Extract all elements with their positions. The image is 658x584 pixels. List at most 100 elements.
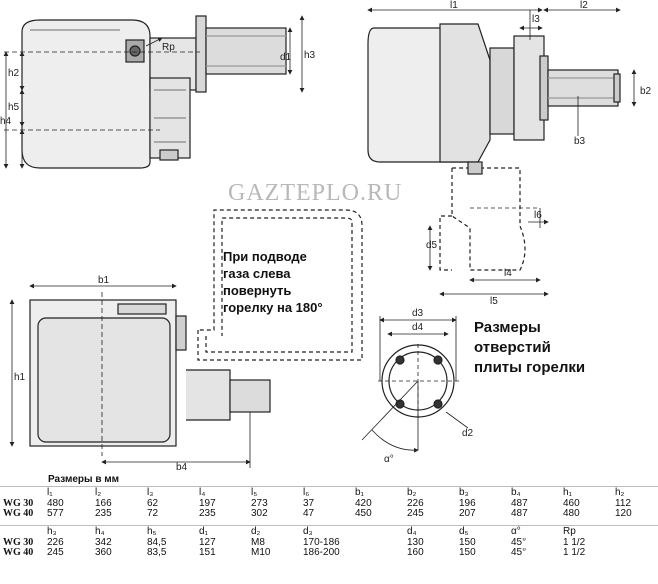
note-plate-title-line: отверстий bbox=[474, 339, 551, 356]
label-d3: d3 bbox=[412, 308, 424, 319]
rear-view bbox=[29, 209, 363, 447]
table-header-cell: h₁ bbox=[560, 486, 612, 499]
table-cell bbox=[612, 538, 658, 548]
table-cell: 450 bbox=[355, 509, 372, 519]
table-header-cell: b₁ bbox=[352, 486, 404, 499]
table-cell: 245 bbox=[47, 548, 64, 558]
label-Rp: Rp bbox=[162, 42, 175, 53]
label-d1: d1 bbox=[280, 52, 292, 63]
table-cell: 160 bbox=[407, 548, 424, 558]
label-alpha: α° bbox=[384, 454, 394, 465]
table-cell: 62 bbox=[147, 499, 159, 509]
table-cell: 273 bbox=[251, 499, 268, 509]
note-gas-left-line: горелку на 180° bbox=[223, 300, 323, 315]
table-header-cell: l₁ bbox=[44, 486, 92, 499]
table-header-cell: b₃ bbox=[456, 486, 508, 499]
side-view-left-dims bbox=[3, 15, 305, 169]
table-cell: M10 bbox=[251, 548, 271, 558]
table-cell: 480 bbox=[47, 499, 64, 509]
table-header-cell: d₂ bbox=[248, 525, 300, 538]
note-gas-left-line: газа слева bbox=[223, 266, 291, 281]
table-cell: 45° bbox=[511, 548, 527, 558]
label-b1: b1 bbox=[98, 275, 110, 286]
table-header-cell bbox=[612, 525, 658, 538]
table-cell: 166 bbox=[95, 499, 112, 509]
table-cell: 150 bbox=[459, 548, 476, 558]
label-h1: h1 bbox=[14, 372, 26, 383]
rear-view-dims bbox=[9, 283, 251, 468]
table-cell bbox=[352, 548, 404, 558]
note-gas-left-line: повернуть bbox=[223, 283, 292, 298]
label-b4: b4 bbox=[176, 462, 188, 473]
table-cell: 83,5 bbox=[147, 548, 167, 558]
table-cell: 72 bbox=[147, 509, 159, 519]
note-gas-left: При подводе газа слева повернуть горелку… bbox=[223, 248, 363, 316]
label-d5: d5 bbox=[426, 240, 438, 251]
table-cell: 360 bbox=[95, 548, 112, 558]
table-cell: M8 bbox=[251, 538, 265, 548]
table-cell: 120 bbox=[615, 509, 632, 519]
label-l6: l6 bbox=[534, 210, 542, 221]
note-plate-title-line: Размеры bbox=[474, 319, 541, 336]
table-header-cell bbox=[0, 486, 44, 499]
table-cell: 207 bbox=[459, 509, 476, 519]
label-b2: b2 bbox=[640, 86, 652, 97]
table-cell bbox=[612, 548, 658, 558]
burner-technical-drawing: Rp d1 h3 h2 h5 h4 l1 l2 l3 b2 b3 l6 d5 l… bbox=[0, 0, 652, 473]
label-b3: b3 bbox=[574, 136, 586, 147]
table-cell bbox=[352, 538, 404, 548]
note-gas-left-line: При подводе bbox=[223, 249, 307, 264]
table-cell: 170-186 bbox=[303, 538, 340, 548]
plate-dims bbox=[361, 316, 469, 453]
top-view-right bbox=[367, 23, 621, 271]
label-l3: l3 bbox=[532, 14, 540, 25]
table-cell: 197 bbox=[199, 499, 216, 509]
table-cell: 112 bbox=[615, 499, 631, 509]
table-header-cell: Rp bbox=[560, 525, 612, 538]
label-l5: l5 bbox=[490, 296, 498, 307]
model-name: WG 40 bbox=[3, 548, 34, 558]
dimension-labels: Rp d1 h3 h2 h5 h4 l1 l2 l3 b2 b3 l6 d5 l… bbox=[0, 0, 652, 473]
table-header-cell bbox=[0, 525, 44, 538]
table-cell: 186-200 bbox=[303, 548, 340, 558]
table-cell: 487 bbox=[511, 499, 528, 509]
label-d4: d4 bbox=[412, 322, 424, 333]
table-cell: 577 bbox=[47, 509, 64, 519]
table-header-cell: d₁ bbox=[196, 525, 248, 538]
label-d2: d2 bbox=[462, 428, 474, 439]
table-caption: Размеры в мм bbox=[48, 474, 120, 485]
label-l2: l2 bbox=[580, 0, 588, 11]
model-name: WG 30 bbox=[3, 499, 34, 509]
table-cell: 196 bbox=[459, 499, 476, 509]
table-cell: 460 bbox=[563, 499, 580, 509]
table-cell: 302 bbox=[251, 509, 268, 519]
label-h3: h3 bbox=[304, 50, 316, 61]
table-header-cell: l₃ bbox=[144, 486, 196, 499]
table-cell: 151 bbox=[199, 548, 216, 558]
model-name: WG 40 bbox=[3, 509, 34, 519]
note-plate-title-line: плиты горелки bbox=[474, 359, 586, 376]
label-l4: l4 bbox=[504, 268, 512, 279]
side-view-left bbox=[21, 15, 287, 169]
table-header-cell: h₃ bbox=[44, 525, 92, 538]
table-cell: 84,5 bbox=[147, 538, 167, 548]
table-cell: 37 bbox=[303, 499, 315, 509]
table-cell: 235 bbox=[95, 509, 112, 519]
table-header-cell: b₄ bbox=[508, 486, 560, 499]
table-header-cell: d₃ bbox=[300, 525, 352, 538]
table-header-cell: h₂ bbox=[612, 486, 658, 499]
table-cell: 1 1/2 bbox=[563, 538, 586, 548]
table-header-cell: d₄ bbox=[404, 525, 456, 538]
table-cell: 1 1/2 bbox=[563, 548, 586, 558]
table-cell: 150 bbox=[459, 538, 476, 548]
table-cell: 420 bbox=[355, 499, 372, 509]
table-caption-row: Размеры в мм bbox=[0, 474, 658, 487]
table-cell: 127 bbox=[199, 538, 216, 548]
table-cell: 45° bbox=[511, 538, 527, 548]
table-cell: 235 bbox=[199, 509, 216, 519]
